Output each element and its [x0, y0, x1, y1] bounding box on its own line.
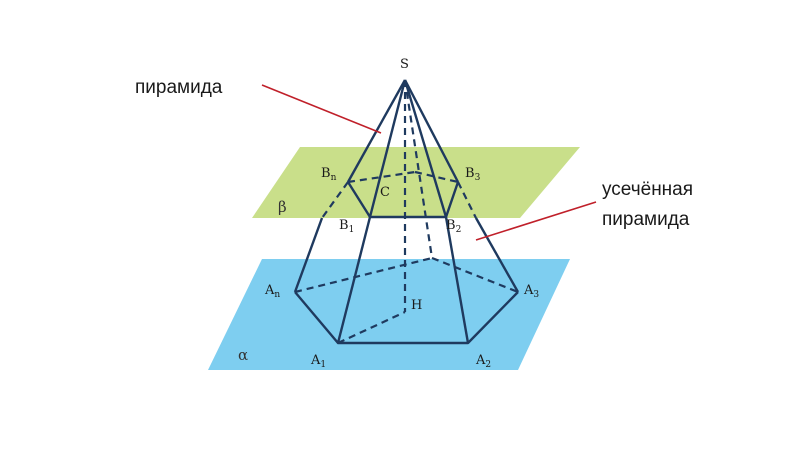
- edge-an-lower: [293, 217, 324, 293]
- visible-edges: [293, 79, 520, 345]
- base-front: [294, 291, 519, 345]
- edge-bn-an-partial: [321, 181, 349, 219]
- edge-b1-a1: [336, 216, 372, 344]
- plane-beta: [252, 147, 580, 218]
- point-label-c: C: [380, 185, 390, 200]
- point-label-s: S: [400, 57, 409, 72]
- point-label-a1: A1: [310, 353, 326, 370]
- callout-frustum-line1: усечённая: [602, 179, 693, 200]
- plane-alpha-label: α: [238, 346, 248, 364]
- edge-bback-b3: [414, 170, 459, 184]
- point-label-an: An: [264, 283, 280, 300]
- edge-s-b1: [368, 79, 407, 218]
- callout-frustum-line2: пирамида: [602, 209, 690, 230]
- callout-pyramid: пирамида: [135, 77, 223, 98]
- point-label-a2: A2: [475, 353, 491, 370]
- plane-beta-label: β: [278, 198, 287, 216]
- point-label-b3: B3: [465, 166, 481, 183]
- edge-a1-h: [337, 311, 406, 344]
- edge-b2-a2: [444, 216, 470, 344]
- point-label-b1: B1: [339, 218, 354, 235]
- pointer-pyramid: [261, 84, 382, 134]
- hidden-edges: [294, 79, 519, 344]
- point-label-b2: B2: [446, 218, 461, 235]
- point-label-h: H: [411, 298, 422, 313]
- edge-b3-a3-partial: [457, 181, 477, 219]
- pointer-frustum: [475, 201, 597, 241]
- edge-s-b2: [403, 79, 448, 218]
- edge-s-b3: [403, 79, 460, 183]
- point-label-bn: Bn: [321, 166, 337, 183]
- point-label-a3: A3: [523, 283, 539, 300]
- plane-alpha: [208, 259, 570, 370]
- edge-a3-lower: [474, 217, 520, 293]
- upper-section-front: [346, 181, 460, 219]
- pointer-lines: [261, 84, 597, 241]
- edge-s-a-back: [403, 79, 434, 259]
- edge-aback-a3: [431, 256, 519, 294]
